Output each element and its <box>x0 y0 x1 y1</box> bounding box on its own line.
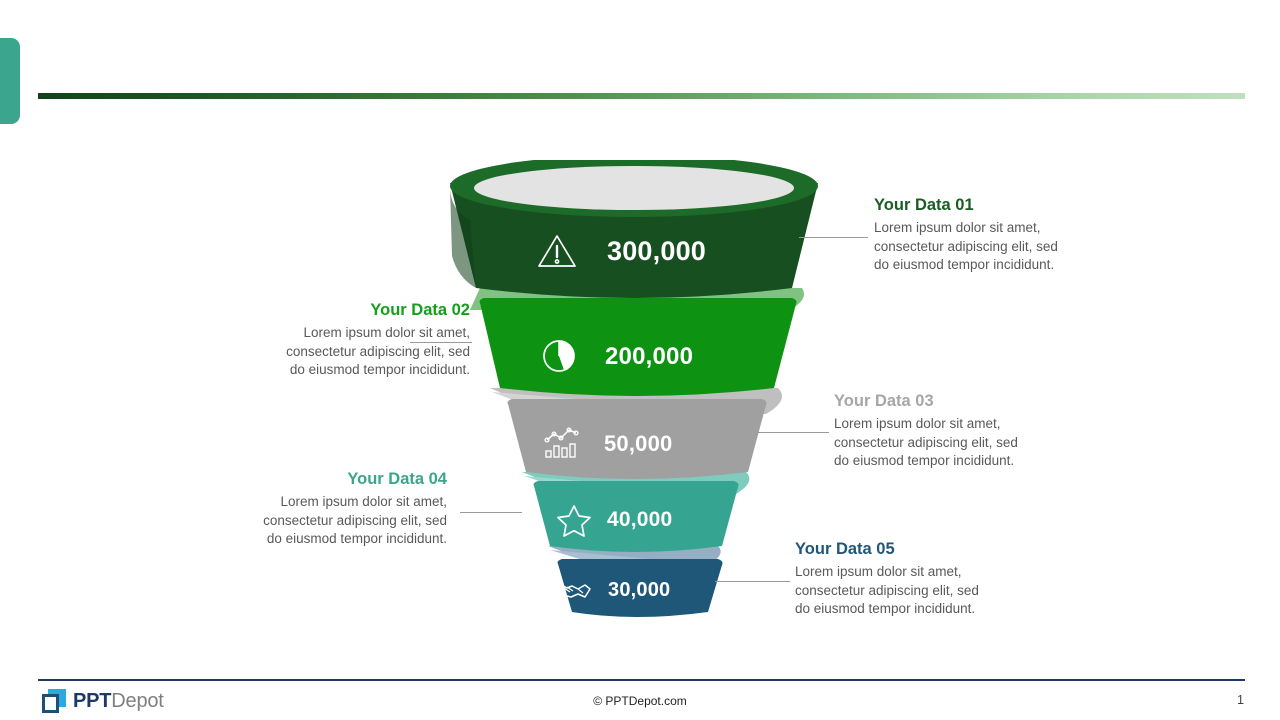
bar-line-chart-icon <box>543 424 581 465</box>
leader-line-2 <box>410 342 472 343</box>
leader-line-4 <box>460 512 522 513</box>
funnel-shapes <box>450 160 818 617</box>
header-gradient-rule <box>38 93 1245 99</box>
pie-chart-icon <box>540 337 578 380</box>
leader-line-1 <box>799 237 868 238</box>
stage-1-value: 300,000 <box>607 236 706 266</box>
stage-5-value: 30,000 <box>608 579 671 601</box>
stage-4-value: 40,000 <box>607 508 673 531</box>
callout-3-title: Your Data 03 <box>834 392 934 410</box>
callout-5-title: Your Data 05 <box>795 540 895 558</box>
callout-2-body: Lorem ipsum dolor sit amet, consectetur … <box>286 325 470 377</box>
callout-3-body: Lorem ipsum dolor sit amet, consectetur … <box>834 416 1018 468</box>
callout-stage-4: Your Data 04 Lorem ipsum dolor sit amet,… <box>215 470 447 549</box>
stage-1-rim-inner <box>474 166 794 210</box>
callout-4-body: Lorem ipsum dolor sit amet, consectetur … <box>263 494 447 546</box>
callout-stage-2: Your Data 02 Lorem ipsum dolor sit amet,… <box>175 301 470 380</box>
logo-square-front <box>42 694 59 713</box>
warning-triangle-icon <box>536 232 578 275</box>
callout-5-body: Lorem ipsum dolor sit amet, consectetur … <box>795 564 979 616</box>
stage-3-band <box>507 399 767 479</box>
logo-text-primary: PPT <box>73 689 112 712</box>
stage-4-band <box>533 481 739 552</box>
slide-accent-tab <box>0 38 20 124</box>
star-icon <box>556 503 592 542</box>
page-number: 1 <box>1237 693 1244 707</box>
callout-stage-1: Your Data 01 Lorem ipsum dolor sit amet,… <box>874 196 1058 275</box>
handshake-icon <box>552 577 592 610</box>
stage-3-value: 50,000 <box>604 431 673 456</box>
copyright-text: © PPTDepot.com <box>593 694 687 708</box>
callout-stage-5: Your Data 05 Lorem ipsum dolor sit amet,… <box>795 540 979 619</box>
leader-line-3 <box>757 432 829 433</box>
logo-wordmark: PPTDepot <box>73 690 164 713</box>
callout-1-title: Your Data 01 <box>874 196 974 214</box>
stage-2-value: 200,000 <box>605 343 694 370</box>
stage-5-band <box>557 559 723 617</box>
footer-divider <box>38 679 1245 681</box>
callout-4-title: Your Data 04 <box>347 470 447 488</box>
callout-1-body: Lorem ipsum dolor sit amet, consectetur … <box>874 220 1058 272</box>
stage-1-rim-shadow <box>450 186 476 288</box>
pptdepot-logo: PPTDepot <box>42 689 164 713</box>
leader-line-5 <box>715 581 790 582</box>
logo-square-icon <box>42 689 66 713</box>
logo-text-secondary: Depot <box>111 689 164 712</box>
callout-stage-3: Your Data 03 Lorem ipsum dolor sit amet,… <box>834 392 1018 471</box>
callout-2-title: Your Data 02 <box>370 301 470 319</box>
